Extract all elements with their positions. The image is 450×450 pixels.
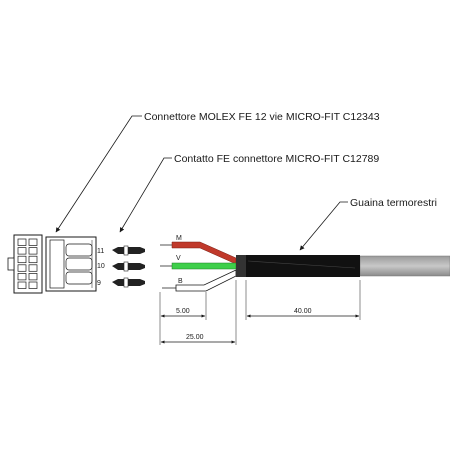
wire-label-b: B — [178, 278, 183, 285]
connector-cavity — [28, 247, 38, 255]
dimension-lead: 25.00 — [160, 280, 237, 345]
dimension-sleeve-value: 40.00 — [294, 308, 312, 315]
connector-cavity — [17, 264, 27, 272]
contact-pin-10 — [112, 261, 145, 272]
connector-cavity — [17, 247, 27, 255]
connector-cavity — [28, 273, 38, 281]
connector-cavity — [28, 238, 38, 246]
dimension-strip: 5.00 — [159, 292, 207, 345]
pin-number-10: 10 — [97, 263, 105, 270]
wire-black — [162, 269, 237, 292]
connector-leader-line — [55, 115, 142, 233]
connector-label: Connettore MOLEX FE 12 vie MICRO-FIT C12… — [144, 111, 380, 123]
pin-number-9: 9 — [97, 280, 101, 287]
dimension-sleeve: 40.00 — [245, 280, 361, 320]
cable — [236, 255, 450, 277]
connector-cavity — [17, 238, 27, 246]
wire-label-v: V — [176, 255, 181, 262]
wire-green — [160, 262, 237, 270]
sleeve-callout: Guaina termorestri — [299, 197, 437, 251]
sleeve-label: Guaina termorestri — [350, 197, 437, 209]
wire-red — [160, 241, 237, 265]
connector-cavity — [17, 255, 27, 264]
contact-callout: Contatto FE connettore MICRO-FIT C12789 — [119, 153, 379, 233]
connector-cavity — [28, 255, 38, 264]
dimension-lead-value: 25.00 — [186, 334, 204, 341]
contact-pin-9 — [112, 277, 145, 288]
connector-cavity — [28, 281, 38, 289]
sleeve-leader-line — [299, 201, 348, 251]
connector-cavity — [28, 264, 38, 272]
connector-cavity — [17, 281, 27, 289]
pin-number-11: 11 — [97, 248, 104, 255]
contact-label: Contatto FE connettore MICRO-FIT C12789 — [174, 153, 379, 165]
connector-callout: Connettore MOLEX FE 12 vie MICRO-FIT C12… — [55, 111, 380, 233]
contact-leader-line — [119, 157, 172, 233]
dimension-strip-value: 5.00 — [176, 308, 190, 315]
connector-cavity — [17, 273, 27, 281]
connector-side-view — [45, 236, 97, 292]
wire-label-m: M — [176, 235, 182, 242]
contact-pin-11 — [112, 245, 145, 256]
connector-front-view — [7, 234, 43, 294]
